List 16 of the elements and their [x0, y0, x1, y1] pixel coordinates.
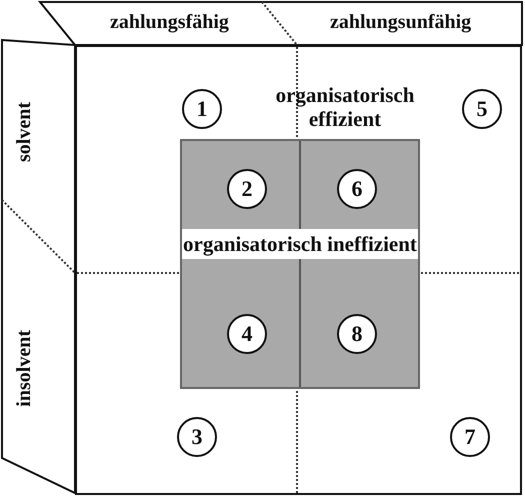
face-label: insolvent	[14, 330, 34, 407]
number-circle: 5	[462, 89, 502, 129]
number-circle: 3	[177, 417, 217, 457]
face-label: zahlungsfähig	[110, 12, 229, 32]
number-circle: 8	[337, 314, 377, 354]
number-circle: 2	[227, 169, 267, 209]
number-circle: 4	[227, 314, 267, 354]
quadrant-label: organisatorisch ineffizient	[182, 229, 418, 260]
face-label: solvent	[14, 102, 34, 162]
front-face	[75, 45, 522, 495]
shaded-panel	[180, 139, 420, 389]
number-circle: 1	[182, 89, 222, 129]
number-circle: 7	[450, 417, 490, 457]
face-label: zahlungsunfähig	[330, 12, 472, 32]
quadrant-label: organisatorisch effizient	[274, 83, 416, 132]
number-circle: 6	[337, 169, 377, 209]
